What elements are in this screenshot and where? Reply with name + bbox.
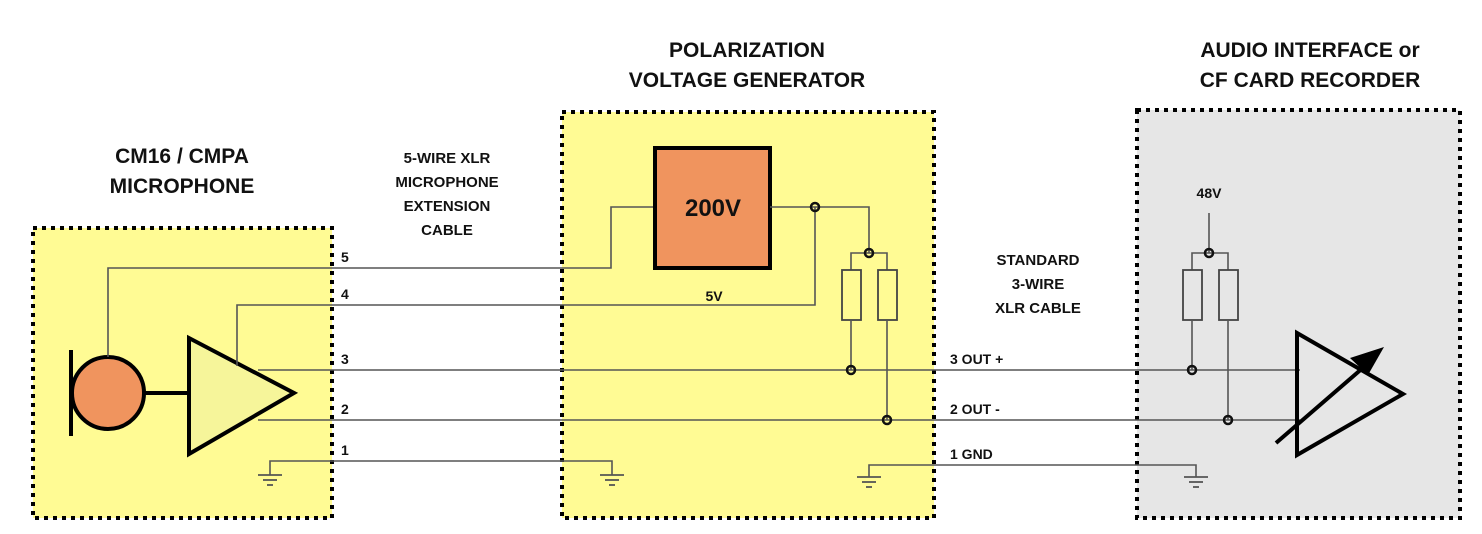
audio-interface-title-line2: CF CARD RECORDER	[1200, 69, 1421, 92]
input-voltage-label: 5V	[705, 288, 723, 304]
cable-3wire-label-line3: XLR CABLE	[995, 300, 1081, 317]
cable-3wire-label-line2: 3-WIRE	[1012, 276, 1065, 293]
ground-icon	[600, 474, 624, 486]
audio-interface-title-line1: AUDIO INTERFACE or	[1200, 39, 1419, 62]
wire-4	[236, 207, 816, 366]
pin-label-2: 2	[341, 401, 349, 417]
wire-gnd	[868, 464, 1197, 477]
wire-5	[107, 206, 655, 357]
polarization-title-line1: POLARIZATION	[669, 39, 825, 62]
phantom-split-wire	[1191, 252, 1229, 270]
pin-label-4: 4	[341, 286, 349, 302]
cable-5wire-label-line1: 5-WIRE XLR	[404, 150, 491, 167]
cable-3wire-label-line1: STANDARD	[996, 252, 1079, 269]
cable-5wire-label-line4: CABLE	[421, 222, 473, 239]
cable-5wire-label-line2: MICROPHONE	[395, 174, 498, 191]
gain-arrowhead-icon	[1350, 347, 1384, 375]
gain-arrow-icon	[1274, 358, 1374, 445]
preamp-icon	[1295, 329, 1408, 459]
pin-label-3: 3	[341, 351, 349, 367]
resistor-split-wire	[850, 252, 888, 270]
junction-node	[845, 364, 857, 376]
supply-voltage-label: 200V	[685, 195, 741, 222]
ground-icon	[1184, 476, 1208, 488]
microphone-title-line2: MICROPHONE	[110, 175, 255, 198]
junction-node	[863, 247, 875, 259]
junction-node	[1222, 414, 1234, 426]
polarization-title-line2: VOLTAGE GENERATOR	[629, 69, 865, 92]
mic-amplifier-icon	[187, 334, 299, 458]
ground-icon	[857, 476, 881, 488]
voltage-supply-block	[653, 146, 772, 270]
pin-label-out-minus: 2 OUT -	[950, 401, 1000, 417]
junction-node	[1203, 247, 1215, 259]
pin-label-gnd: 1 GND	[950, 446, 993, 462]
microphone-title-line1: CM16 / CMPA	[115, 145, 249, 168]
junction-node	[881, 414, 893, 426]
cable-5wire-label-line3: EXTENSION	[404, 198, 491, 215]
ground-icon	[258, 474, 282, 486]
pin-label-5: 5	[341, 249, 349, 265]
junction-node	[1186, 364, 1198, 376]
junction-node	[809, 201, 821, 213]
pin-label-1: 1	[341, 442, 349, 458]
hv-output-wire	[770, 206, 870, 253]
phantom-voltage-label: 48V	[1197, 185, 1223, 201]
wire-1	[269, 460, 613, 475]
capsule-icon	[70, 355, 146, 431]
pin-label-out-plus: 3 OUT +	[950, 351, 1003, 367]
audio-interface-box	[1135, 108, 1462, 520]
